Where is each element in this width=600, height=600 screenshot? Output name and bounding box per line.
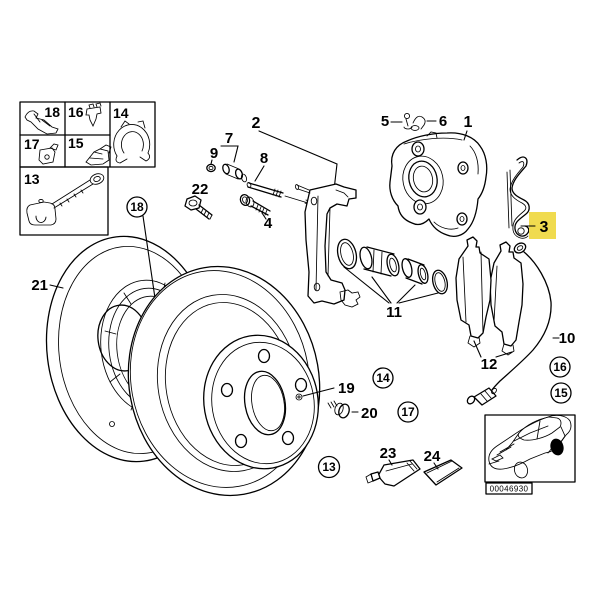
callout-24[interactable]: 24 [424, 448, 441, 465]
car-box-border [484, 414, 576, 483]
guide-bushing-7-sketch [222, 163, 248, 183]
wheel-bolt-holes [220, 348, 308, 449]
leader-11 [343, 266, 439, 304]
image-code-box [485, 482, 533, 495]
leader-19 [302, 387, 335, 397]
image-code: 00046930 [490, 485, 529, 494]
circled-ref-18-label: 18 [130, 200, 144, 214]
push-clip-16-sketch [85, 102, 102, 128]
callout-19[interactable]: 19 [338, 380, 355, 397]
highlighted-callout-3[interactable]: 3 [520, 212, 556, 239]
brake-pads-sketch [455, 236, 524, 356]
bracket-17-sketch [38, 143, 59, 165]
callout-4[interactable]: 4 [264, 215, 273, 232]
leader-23 [388, 459, 393, 466]
car-silhouette-sketch [488, 414, 572, 479]
callout-22[interactable]: 22 [192, 181, 209, 198]
wedge-clip-15-sketch [85, 144, 112, 166]
leader-1 [463, 130, 468, 141]
shield-bolt-dot [109, 421, 115, 427]
cable-holder-13-sketch [26, 173, 105, 226]
bleeder-valve-sketch [403, 112, 426, 131]
callout-23[interactable]: 23 [380, 445, 397, 462]
callout-18-inset[interactable]: 18 [44, 104, 60, 120]
bolt-22-sketch [184, 195, 213, 220]
leader-circled-18 [142, 215, 157, 306]
callout-16-inset[interactable]: 16 [68, 104, 84, 120]
circled-ref-17-label: 17 [401, 405, 415, 419]
leader-24 [433, 462, 439, 470]
callout-1[interactable]: 1 [464, 114, 473, 131]
wear-sensor-sketch [466, 242, 552, 406]
car-locator-box: 00046930 [484, 414, 576, 495]
callout-10[interactable]: 10 [559, 330, 576, 347]
callout-6[interactable]: 6 [439, 113, 447, 130]
highlighted-rear-wheel [550, 438, 564, 456]
brake-caliper-sketch [389, 131, 488, 237]
circled-ref-13[interactable]: 13 [317, 455, 341, 479]
callout-21[interactable]: 21 [31, 277, 48, 294]
leader-12 [473, 340, 513, 358]
brake-disc-sketch [127, 265, 321, 497]
set-screw-hole [295, 393, 303, 401]
circled-ref-17[interactable]: 17 [397, 401, 419, 423]
leader-9 [210, 159, 213, 165]
sachet-sketch [423, 459, 463, 486]
leader-21 [49, 284, 64, 289]
leader-8 [254, 165, 265, 182]
circled-ref-15-label: 15 [554, 386, 568, 400]
caliper-carrier-sketch [294, 183, 361, 308]
inset-cell-13-border [19, 166, 109, 236]
callout-9[interactable]: 9 [210, 145, 218, 162]
leader-4 [261, 212, 267, 220]
spring-clip-14-sketch [113, 120, 151, 164]
callout-11[interactable]: 11 [386, 304, 402, 321]
circled-ref-14-label: 14 [376, 371, 390, 385]
leader-7 [220, 145, 239, 163]
callout-15-inset[interactable]: 15 [68, 135, 84, 151]
set-screw-hole-center [297, 395, 301, 399]
circled-ref-16[interactable]: 16 [549, 356, 571, 378]
callout-13-inset[interactable]: 13 [24, 171, 40, 187]
callout-8[interactable]: 8 [260, 150, 268, 167]
callout-5[interactable]: 5 [381, 113, 389, 130]
carrier-foot-clip-sketch [339, 289, 361, 308]
circled-ref-13-label: 13 [322, 460, 336, 474]
callout-20[interactable]: 20 [361, 405, 378, 422]
bolt-4-sketch [239, 193, 271, 216]
anti-rattle-spring-sketch [506, 156, 530, 239]
retaining-clip-18-sketch [24, 110, 59, 135]
set-screw-20-sketch [327, 400, 350, 419]
callout-3: 3 [540, 219, 549, 236]
guide-pin-8-sketch [246, 182, 319, 209]
callout-2[interactable]: 2 [252, 115, 261, 132]
callout-14-inset[interactable]: 14 [113, 105, 129, 121]
circled-ref-14[interactable]: 14 [372, 367, 394, 389]
bleeder-boss [426, 131, 438, 139]
circled-ref-18[interactable]: 18 [126, 196, 148, 218]
piston-repair-kit-sketch [336, 238, 449, 295]
circled-ref-15[interactable]: 15 [550, 382, 572, 404]
leader-2 [258, 130, 338, 191]
callout-7[interactable]: 7 [225, 130, 233, 147]
callout-12[interactable]: 12 [481, 356, 498, 373]
cap-nut-9-sketch [206, 163, 216, 173]
callout-17-inset[interactable]: 17 [24, 136, 40, 152]
paste-tube-sketch [365, 459, 421, 487]
inset-small-parts-grid: 18 16 14 17 15 13 [19, 101, 156, 236]
circled-ref-16-label: 16 [553, 360, 567, 374]
